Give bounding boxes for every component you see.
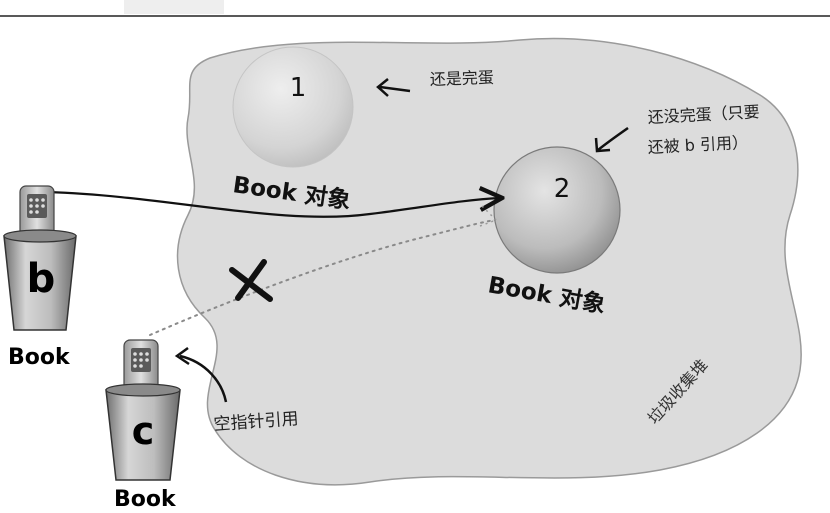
null-reference-note-arrow-head bbox=[174, 346, 190, 366]
reference-c-type: Book bbox=[114, 487, 177, 512]
object-2-sphere bbox=[493, 146, 621, 274]
book-object-2: 2 Book 对象 bbox=[486, 146, 621, 318]
reference-b-arrow bbox=[47, 192, 500, 218]
reference-c-letter: c bbox=[132, 409, 155, 453]
book-object-1: 1 Book 对象 bbox=[231, 46, 354, 214]
reference-c-old-link bbox=[149, 219, 496, 336]
severed-link-x-icon bbox=[229, 259, 273, 302]
null-reference-note-arrow bbox=[179, 354, 228, 403]
object-2-note-arrow bbox=[597, 126, 629, 151]
top-tab-shade bbox=[124, 0, 224, 14]
object-1-note: 还是完蛋 bbox=[429, 68, 494, 89]
reference-b-letter: b bbox=[27, 256, 56, 302]
object-1-note-arrow-head bbox=[376, 78, 389, 97]
reference-b-cup-rim bbox=[3, 229, 77, 243]
reference-b: b Book bbox=[3, 185, 77, 370]
reference-c: c Book bbox=[105, 339, 181, 512]
object-1-number: 1 bbox=[290, 73, 307, 103]
object-2-number: 2 bbox=[554, 174, 571, 204]
reference-c-cup-rim bbox=[105, 383, 181, 397]
reference-b-type: Book bbox=[8, 345, 71, 370]
object-1-note-arrow bbox=[379, 85, 411, 93]
object-1-sphere bbox=[232, 46, 354, 168]
object-2-note-arrow-head bbox=[594, 137, 611, 153]
